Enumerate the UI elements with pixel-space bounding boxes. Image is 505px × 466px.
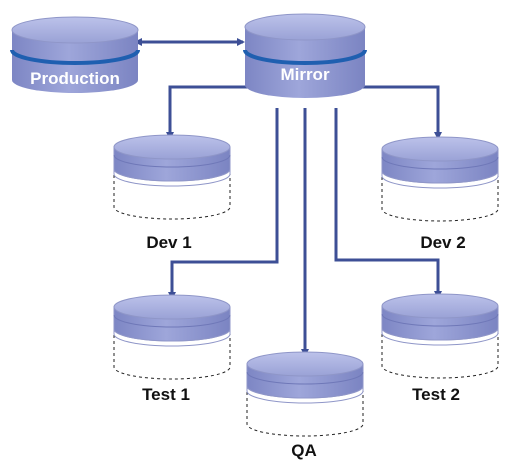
connectors [134, 38, 442, 357]
qa-disk [246, 351, 364, 437]
dev2-label: Dev 2 [420, 233, 465, 252]
test1-label: Test 1 [142, 385, 190, 404]
production-database: Production [10, 16, 140, 93]
dev1-label: Dev 1 [146, 233, 191, 252]
connector-dev1 [166, 85, 248, 140]
test2-disk [381, 293, 499, 379]
connector-test2 [334, 108, 442, 299]
mirror-database: Mirror [243, 13, 367, 98]
dev1-disk [113, 134, 231, 220]
mirror-label: Mirror [280, 65, 330, 84]
production-label: Production [30, 69, 120, 88]
connector-test1 [168, 108, 279, 300]
connector-dev2 [362, 85, 442, 140]
test1-disk [113, 294, 231, 380]
qa-label: QA [291, 441, 317, 460]
test2-label: Test 2 [412, 385, 460, 404]
clone-disks [113, 134, 499, 437]
dev2-disk [381, 136, 499, 222]
